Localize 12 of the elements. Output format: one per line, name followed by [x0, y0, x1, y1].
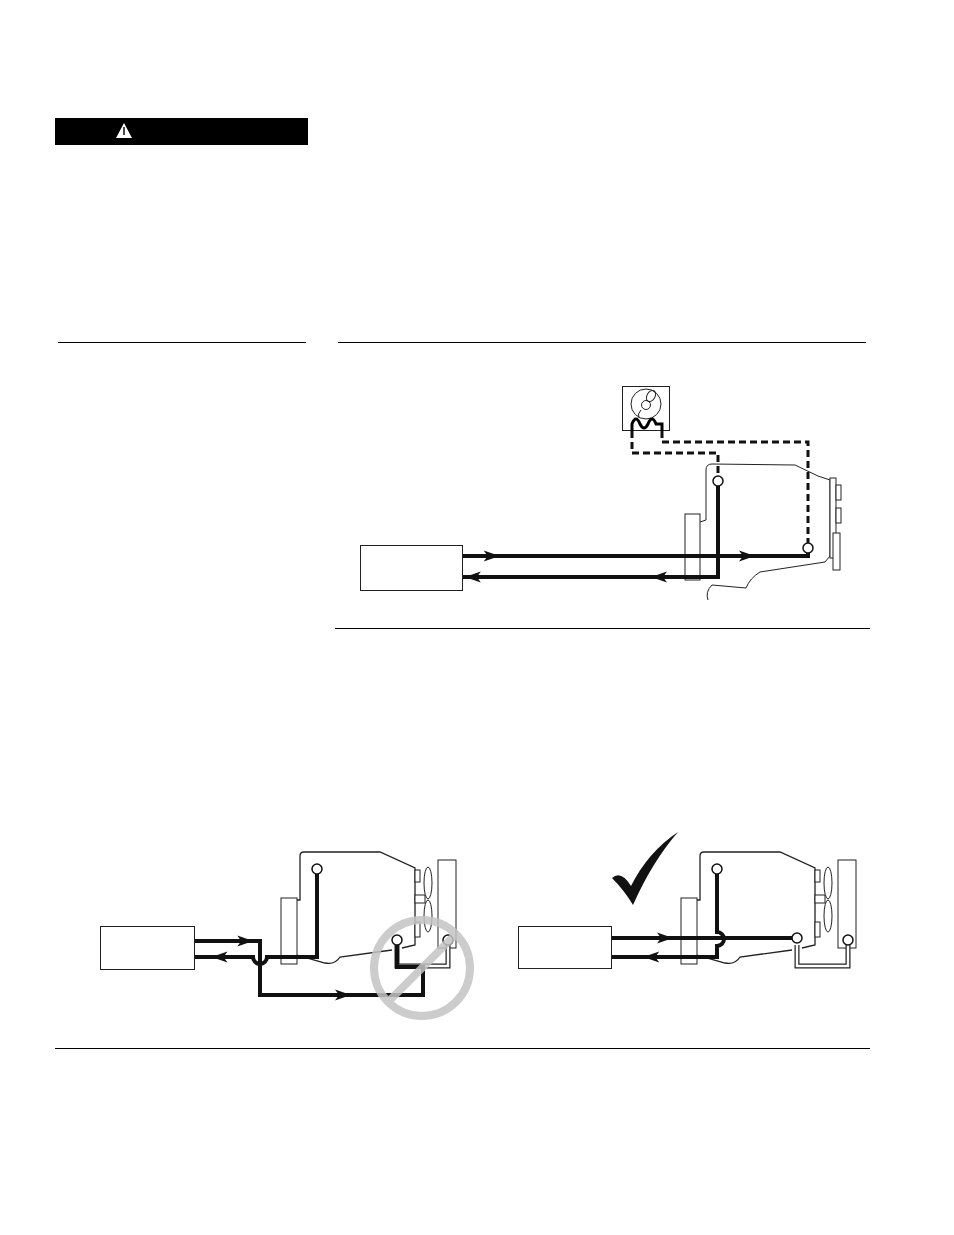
- coolant-port: [391, 934, 403, 946]
- coolant-port: [791, 932, 803, 944]
- coolant-port: [802, 542, 814, 554]
- heater-unit-box: [360, 545, 463, 591]
- coolant-port: [711, 863, 723, 875]
- engine-drawing: [678, 848, 860, 972]
- engine-drawing: [278, 848, 460, 972]
- coolant-port: [311, 863, 323, 875]
- heater-unit-box: [100, 926, 195, 970]
- heater-core-drawing: [622, 386, 670, 431]
- coolant-port: [712, 475, 724, 487]
- heater-unit-box: [518, 926, 612, 969]
